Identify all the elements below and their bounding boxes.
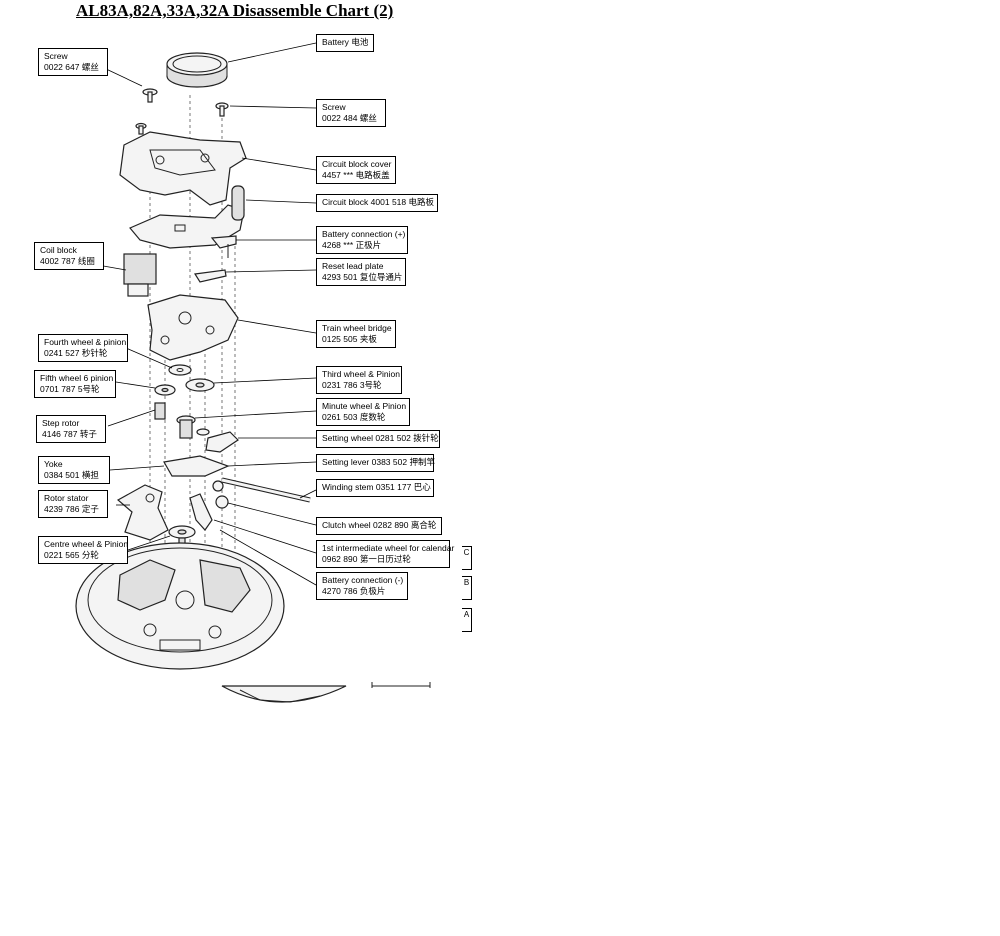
wheel-parts: [154, 364, 215, 439]
label-clutch-wheel: Clutch wheel 0282 890 离合轮: [316, 517, 442, 535]
lower-plate-fragment: [221, 682, 431, 703]
side-tab-b: B: [462, 576, 472, 600]
label-setting-lever: Setting lever 0383 502 押制竿: [316, 454, 435, 472]
label-circuit-block: Circuit block 4001 518 电路板: [316, 194, 438, 212]
circuit-block-cover-part: [119, 131, 247, 206]
winding-stem-part: [221, 477, 311, 503]
setting-mechanism-parts: [163, 431, 239, 531]
battery-part: [166, 52, 228, 88]
label-setting-wheel: Setting wheel 0281 502 拨针轮: [316, 430, 440, 448]
battery-connection-plus-part: [210, 235, 237, 258]
label-battery: Battery 电池: [316, 34, 374, 52]
label-winding-stem: Winding stem 0351 177 巴心: [316, 479, 434, 497]
train-wheel-bridge-part: [147, 294, 239, 361]
main-plate-part: [75, 542, 285, 670]
coil-block-part: [123, 253, 157, 297]
side-tab-a: A: [462, 608, 472, 632]
screw-parts: [135, 88, 229, 135]
reset-lead-plate-part: [193, 269, 227, 283]
page-title: AL83A,82A,33A,32A Disassemble Chart (2): [76, 1, 394, 20]
side-tab-c: C: [462, 546, 472, 570]
rotor-stator-part: [116, 484, 169, 541]
label-battery-connection-minus: Battery connection (-)4270 786 负极片: [316, 572, 408, 600]
centre-wheel-part: [168, 525, 196, 559]
leader-lines: [91, 42, 317, 586]
label-battery-connection-plus: Battery connection (+)4268 *** 正极片: [316, 226, 408, 254]
